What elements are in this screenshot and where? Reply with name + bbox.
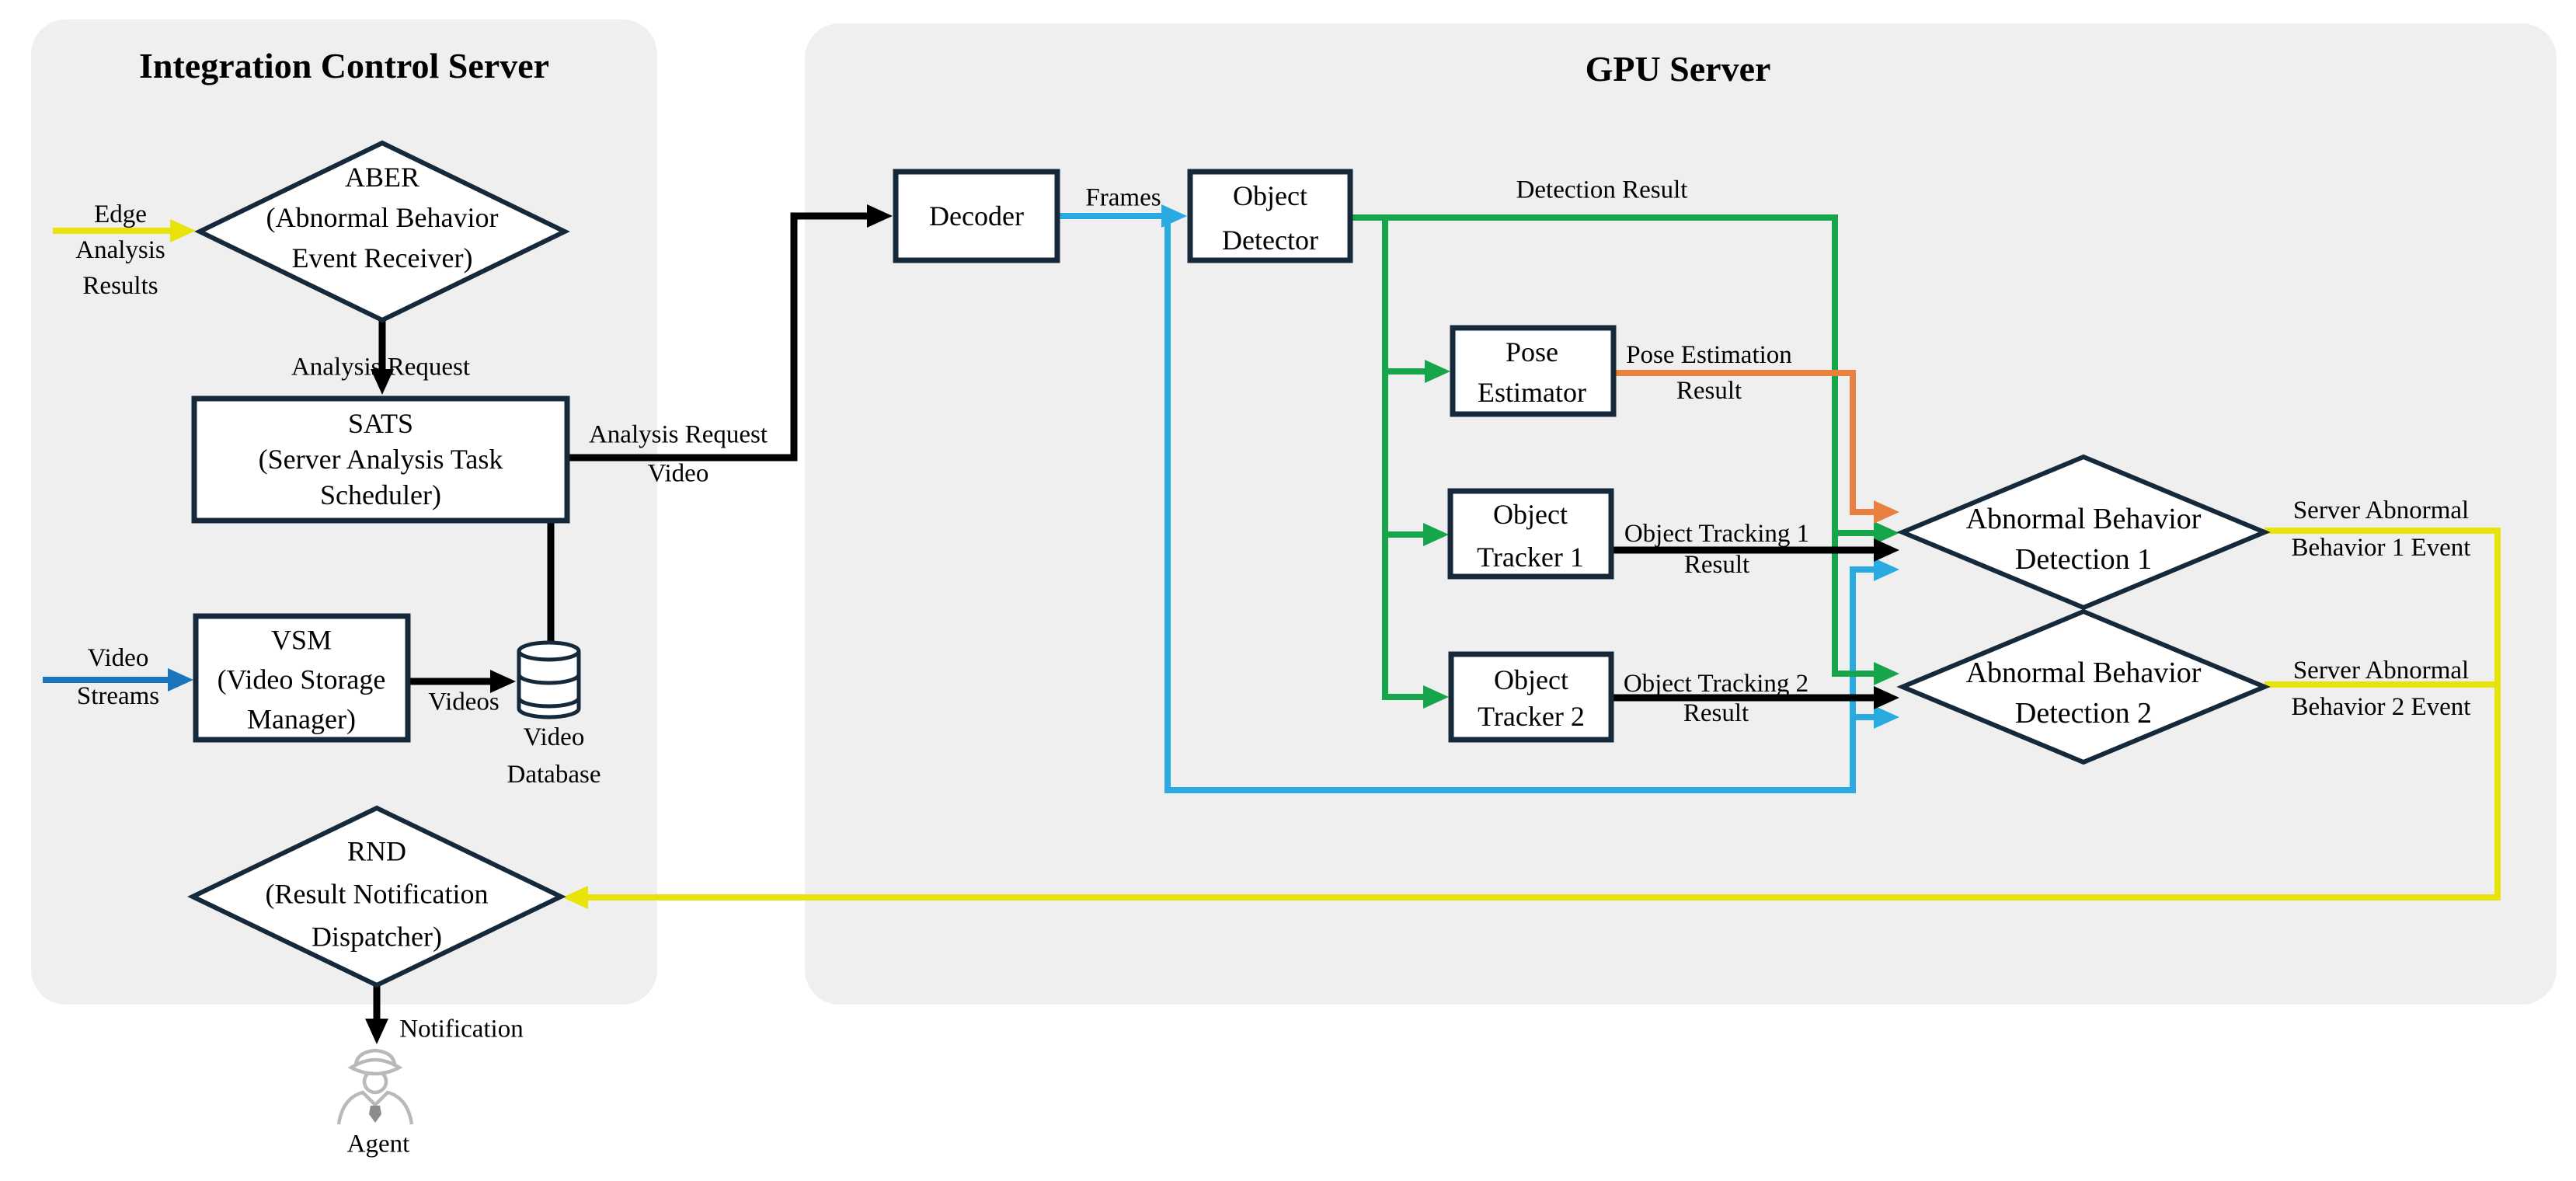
video-database-line2: Database [506, 761, 601, 789]
aber-label: ABER (Abnormal Behavior Event Receiver) [266, 157, 499, 278]
frames-label: Frames [1085, 183, 1161, 212]
event1-return-arrow [562, 528, 2501, 909]
abd2-line2: Detection 2 [2014, 697, 2153, 730]
event2-line1: Server Abnormal [2292, 657, 2470, 685]
rnd-line1: RND [346, 835, 407, 867]
vsm-box [193, 613, 411, 743]
sats-line3: Scheduler) [320, 479, 441, 510]
gpu-server-panel [805, 23, 2557, 1005]
sats-to-decoder-arrow [567, 204, 893, 462]
rnd-line3: Dispatcher) [312, 921, 442, 953]
event2-label: Server Abnormal Behavior 2 Event [2292, 653, 2471, 726]
abd2-line1: Abnormal Behavior [1965, 657, 2202, 689]
rnd-diamond [187, 805, 566, 988]
pose-estimator-line2: Estimator [1478, 377, 1586, 408]
edge-results-line1: Edge [94, 200, 147, 228]
gpu-panel-title: GPU Server [1585, 49, 1771, 89]
sats-out-request-label: Analysis Request [588, 420, 768, 449]
event1-line1: Server Abnormal [2292, 496, 2470, 524]
tracking1-line1: Object Tracking 1 [1624, 520, 1810, 548]
video-database-label: Video Database [507, 719, 601, 793]
sats-out-video-label: Video [647, 459, 709, 488]
vsm-label: VSM (Video Storage Manager) [218, 621, 386, 740]
video-streams-line1: Video [87, 644, 149, 672]
tracker2-line1: Object [1494, 664, 1568, 695]
agent-tie [369, 1106, 381, 1123]
tracker1-line1: Object [1493, 499, 1568, 530]
detection-result-label: Detection Result [1516, 176, 1688, 204]
object-tracker2-box [1448, 651, 1614, 743]
video-database-line1: Video [523, 723, 585, 751]
event1-label: Server Abnormal Behavior 1 Event [2292, 492, 2471, 566]
video-streams-label: Video Streams [77, 639, 159, 716]
video-streams-line2: Streams [76, 682, 160, 710]
tracking1-line2: Result [1683, 551, 1750, 579]
aber-diamond [194, 140, 570, 323]
ics-panel-title: Integration Control Server [138, 46, 550, 85]
abd1-line2: Detection 1 [2014, 543, 2153, 576]
detection-result-to-abd2-arrow [1350, 214, 1899, 685]
object-detector-box [1187, 169, 1353, 263]
object-detector-line1: Object [1233, 180, 1307, 211]
aber-line1: ABER [344, 162, 420, 193]
abd1-diamond [1896, 454, 2271, 611]
pose-estimator-box [1450, 325, 1617, 417]
decoder-label: Decoder [929, 200, 1024, 232]
abd1-line1: Abnormal Behavior [1965, 503, 2202, 535]
event2-line2: Behavior 2 Event [2291, 693, 2471, 721]
pose-estimator-label: Pose Estimator [1478, 332, 1586, 413]
aber-line3: Event Receiver) [291, 242, 473, 273]
tracking1-result-label: Object Tracking 1 Result [1624, 518, 1809, 580]
pose-result-line1: Pose Estimation [1626, 341, 1792, 369]
videos-label: Videos [428, 688, 500, 716]
pose-estimator-line1: Pose [1505, 336, 1559, 368]
sats-line2: (Server Analysis Task [258, 444, 503, 475]
sats-label: SATS (Server Analysis Task Scheduler) [259, 406, 503, 513]
object-tracker1-box [1447, 488, 1614, 580]
object-tracker1-label: Object Tracker 1 [1477, 493, 1584, 579]
notification-label: Notification [399, 1015, 524, 1043]
pose-result-arrow [1613, 370, 1899, 524]
abd1-label: Abnormal Behavior Detection 1 [1966, 499, 2202, 580]
rnd-label: RND (Result Notification Dispatcher) [266, 831, 489, 959]
pose-result-label: Pose Estimation Result [1626, 337, 1792, 409]
sats-line1: SATS [347, 408, 414, 439]
decoder-box [893, 169, 1060, 263]
event1-line2: Behavior 1 Event [2291, 534, 2471, 562]
tracking2-line1: Object Tracking 2 [1623, 670, 1809, 698]
video-database-icon [517, 640, 581, 719]
tracker1-line2: Tracker 1 [1477, 542, 1584, 573]
object-detector-line2: Detector [1222, 225, 1318, 256]
aber-line2: (Abnormal Behavior [266, 202, 499, 233]
analysis-request-label: Analysis Request [291, 353, 471, 381]
frames-bypass-to-abd1-arrow [1164, 216, 1899, 793]
abd2-label: Abnormal Behavior Detection 2 [1966, 653, 2202, 733]
edge-results-line2: Analysis [75, 236, 165, 264]
tracking2-line2: Result [1683, 699, 1749, 727]
rnd-line2: (Result Notification [265, 878, 489, 910]
object-tracker2-label: Object Tracker 2 [1478, 662, 1585, 735]
abd2-diamond [1896, 608, 2271, 765]
vsm-line3: Manager) [247, 703, 356, 735]
tracker2-line2: Tracker 2 [1478, 701, 1585, 732]
vsm-line2: (Video Storage [217, 664, 386, 695]
agent-label: Agent [346, 1130, 410, 1158]
edge-results-line3: Results [82, 272, 158, 300]
agent-icon [336, 1048, 414, 1125]
vsm-line1: VSM [270, 624, 332, 656]
sats-box [191, 395, 570, 524]
edge-analysis-results-label: Edge Analysis Results [75, 197, 165, 304]
object-detector-label: Object Detector [1222, 174, 1318, 263]
tracking2-result-label: Object Tracking 2 Result [1624, 669, 1808, 728]
pose-result-line2: Result [1676, 377, 1742, 405]
detection-to-tracker2-arrow [1382, 218, 1449, 709]
